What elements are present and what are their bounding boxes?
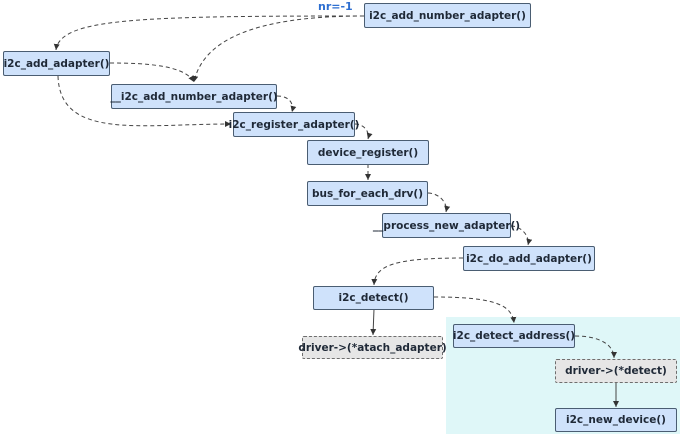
edge-process-to-doadd <box>510 225 533 246</box>
edge-detect-to-attach <box>370 308 377 336</box>
node-driver-attach-adapter: driver->(*atach_adapter) <box>298 336 447 359</box>
edge-detect-to-address <box>433 296 517 324</box>
node-__i2c-add-number-adapter: __i2c_add_number_adapter() <box>110 84 278 109</box>
edge-bus-to-process <box>427 192 451 213</box>
edge-register-to-device <box>354 123 373 140</box>
edge-__number-to-register <box>276 95 297 113</box>
node-i2c-new-device: i2c_new_device() <box>555 408 677 432</box>
edge-number-to-add <box>53 15 365 51</box>
nr-annotation: nr=-1 <box>318 0 353 13</box>
edge-number-to-__number <box>192 15 365 83</box>
node-i2c-add-number-adapter: i2c_add_number_adapter() <box>364 3 531 28</box>
node-bus-for-each-drv: bus_for_each_drv() <box>307 181 428 206</box>
edge-address-to-drvdetect <box>574 335 617 359</box>
edge-doadd-to-detect <box>371 257 464 286</box>
node-i2c-do-add-adapter: i2c_do_add_adapter() <box>463 246 595 271</box>
edge-add-to-register <box>57 75 232 128</box>
node-i2c-detect-address: i2c_detect_address() <box>453 324 575 348</box>
node-i2c-detect: i2c_detect() <box>313 286 434 310</box>
node-driver-detect: driver->(*detect) <box>555 359 677 383</box>
node-device-register: device_register() <box>307 140 429 165</box>
edge-add-to-__number <box>109 62 195 83</box>
node-i2c-register-adapter: i2c_register_adapter() <box>229 112 359 137</box>
node-i2c-add-adapter: i2c_add_adapter() <box>3 51 110 76</box>
node-__process-new-adapter: __process_new_adapter() <box>373 213 520 238</box>
